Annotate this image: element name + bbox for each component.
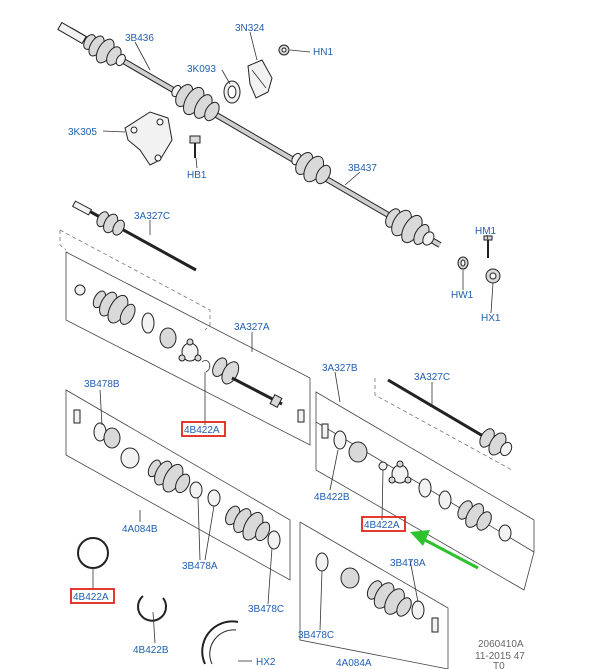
reference-date: 11-2015 47	[475, 651, 525, 662]
kit-4a084a	[299, 521, 449, 669]
label-3n324[interactable]: 3N324	[235, 23, 265, 34]
reference-block: 2060410A 11-2015 47 T0	[475, 639, 525, 669]
label-3a327c-top[interactable]: 3A327C	[134, 211, 170, 222]
kit-3a327b	[315, 378, 535, 591]
label-3b478c-right[interactable]: 3B478C	[298, 630, 334, 641]
label-hn1[interactable]: HN1	[313, 47, 333, 58]
label-3k093[interactable]: 3K093	[187, 64, 216, 75]
highlight-4b422a-b	[361, 516, 406, 532]
highlight-4b422a-c	[70, 588, 115, 604]
label-4a084b[interactable]: 4A084B	[122, 524, 158, 535]
loose-circlip-4b422a	[77, 537, 109, 569]
label-hw1[interactable]: HW1	[451, 290, 474, 301]
label-3b478b[interactable]: 3B478B	[84, 379, 120, 390]
label-3b478a-right[interactable]: 3B478A	[390, 558, 426, 569]
label-3b478a-left[interactable]: 3B478A	[182, 561, 218, 572]
loose-clip-hx2	[201, 620, 239, 665]
green-pointer-arrow	[410, 530, 479, 570]
reference-suffix: T0	[493, 661, 505, 669]
bolt-hb1	[189, 135, 201, 158]
label-3b478c-left[interactable]: 3B478C	[248, 604, 284, 615]
reference-code: 2060410A	[478, 639, 524, 650]
label-4b422a-c[interactable]: 4B422A	[73, 592, 109, 603]
loose-clip-4b422b	[137, 595, 168, 622]
kit-box-outline	[65, 251, 311, 446]
dashed-outline-3a327c	[59, 229, 211, 331]
label-3b436[interactable]: 3B436	[125, 33, 154, 44]
leader-lines	[92, 31, 494, 662]
inner-cv-boot-right	[291, 152, 331, 185]
label-4a084a[interactable]: 4A084A	[336, 658, 372, 669]
washer-hw1	[457, 256, 469, 270]
kit-4a084b	[65, 389, 291, 581]
bearing-ring	[223, 80, 241, 104]
outer-cv-boot-right	[385, 208, 435, 246]
support-bracket	[247, 59, 273, 99]
label-4b422b-mid[interactable]: 4B422B	[314, 492, 350, 503]
left-spline-end	[57, 21, 87, 45]
tripod-joint-b	[388, 460, 412, 484]
part-labels: 3B436 3N324 HN1 3K093 3K305 HB1 3B437 3A…	[68, 23, 501, 669]
outer-cv-boot-left	[83, 34, 126, 67]
label-4b422b-bottom[interactable]: 4B422B	[133, 645, 169, 656]
highlight-4b422a-a	[181, 421, 226, 437]
kit-box-outline-c	[65, 389, 291, 581]
label-3a327c-mid[interactable]: 3A327C	[414, 372, 450, 383]
tripod-joint	[178, 338, 202, 362]
label-hm1[interactable]: HM1	[475, 226, 497, 237]
label-hb1[interactable]: HB1	[187, 170, 207, 181]
driveshaft-assembly-top	[57, 21, 501, 284]
bearing-bracket	[124, 111, 173, 166]
label-3a327a[interactable]: 3A327A	[234, 322, 270, 333]
kit-box-outline-d	[299, 521, 449, 669]
hub-nut-hx1	[485, 268, 501, 284]
label-4b422a-b[interactable]: 4B422A	[364, 520, 400, 531]
label-hx2[interactable]: HX2	[256, 657, 276, 668]
label-3k305[interactable]: 3K305	[68, 127, 97, 138]
label-hx1[interactable]: HX1	[481, 313, 501, 324]
kit-3a327a	[59, 200, 311, 446]
inner-cv-boot-mid	[171, 84, 220, 122]
label-4b422a-a[interactable]: 4B422A	[184, 425, 220, 436]
label-3a327b[interactable]: 3A327B	[322, 363, 358, 374]
nut-hn1	[278, 44, 290, 56]
label-3b437[interactable]: 3B437	[348, 163, 377, 174]
